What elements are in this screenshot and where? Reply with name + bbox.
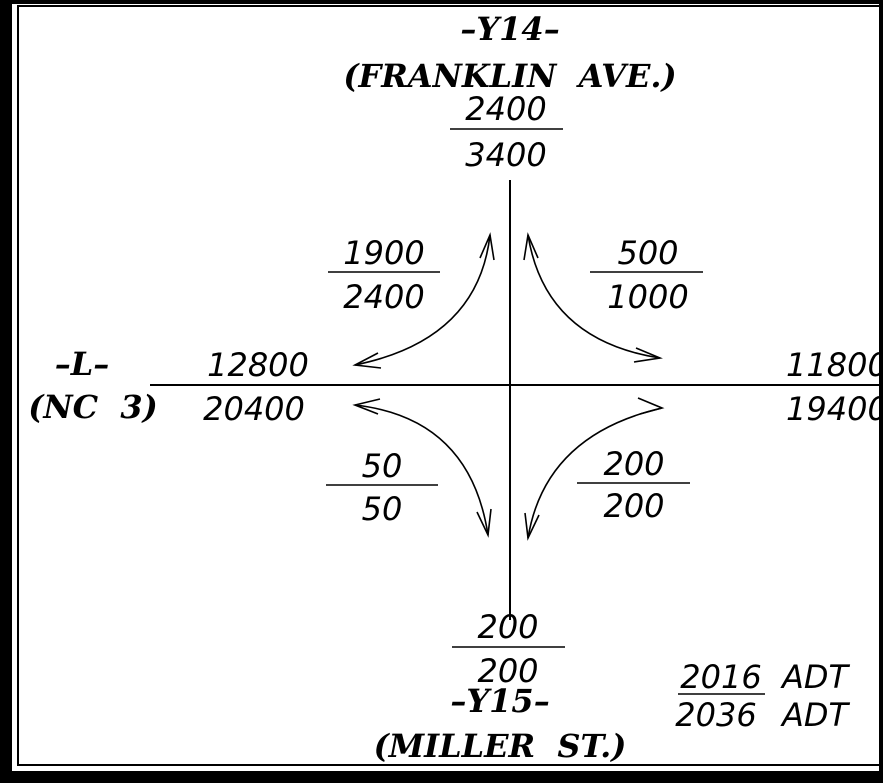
legend-year-top: 2016 — [680, 658, 761, 696]
arrow-nw-curve — [354, 234, 491, 366]
west-road-id: –L– — [55, 345, 110, 383]
arrowhead-nw — [479, 232, 495, 261]
north-volume-top: 2400 — [465, 90, 546, 128]
legend-unit-bottom: ADT — [780, 696, 851, 734]
north-road-id: –Y14– — [460, 10, 559, 48]
sw-turn-volume-top: 50 — [362, 447, 403, 485]
arrowhead-se-end — [524, 512, 540, 541]
nw-turn-volume-bottom: 2400 — [343, 278, 424, 316]
arrowhead-sw-end — [476, 508, 492, 538]
left-border-bar — [0, 0, 12, 783]
north-volume-bottom: 3400 — [465, 136, 546, 174]
nw-turn-volume-top: 1900 — [343, 234, 424, 272]
sw-turn-volume-bottom: 50 — [362, 490, 403, 528]
legend-year-bottom: 2036 — [675, 696, 756, 734]
north-road-name: (FRANKLIN AVE.) — [343, 57, 676, 95]
bottom-border-bar — [0, 771, 883, 783]
se-turn-volume-bottom: 200 — [603, 487, 664, 525]
west-volume-top: 12800 — [207, 346, 309, 384]
west-volume-bottom: 20400 — [203, 390, 305, 428]
south-road-id: –Y15– — [450, 682, 549, 720]
arrow-ne-curve — [527, 234, 661, 359]
east-volume-top: 11800 — [786, 346, 883, 384]
legend-unit-top: ADT — [780, 658, 851, 696]
south-volume-top: 200 — [477, 608, 538, 646]
east-volume-bottom: 19400 — [786, 390, 883, 428]
arrowhead-se-start — [637, 397, 665, 415]
arrowhead-nw-end — [352, 352, 382, 369]
south-road-name: (MILLER ST.) — [374, 727, 627, 765]
arrow-se-curve — [527, 407, 663, 539]
arrowhead-ne-end — [633, 347, 663, 363]
west-road-name: (NC 3) — [28, 388, 158, 426]
se-turn-volume-top: 200 — [603, 445, 664, 483]
ne-turn-volume-top: 500 — [617, 234, 678, 272]
ne-turn-volume-bottom: 1000 — [607, 278, 688, 316]
arrow-sw-curve — [354, 404, 489, 536]
south-volume-bottom: 200 — [477, 652, 538, 690]
arrowhead-ne — [523, 232, 539, 261]
arrowhead-sw-start — [352, 398, 381, 415]
